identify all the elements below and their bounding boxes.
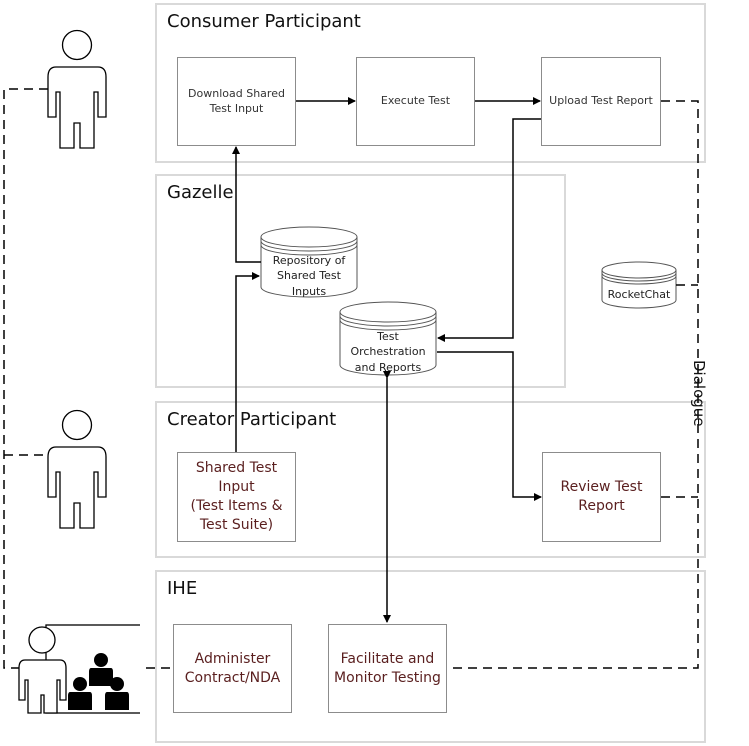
person-icon [47,29,107,149]
process-label: Facilitate and Monitor Testing [334,650,441,686]
container-gazelle: Gazelle [155,174,566,388]
container-consumer-participant: Consumer Participant [155,3,706,163]
container-creator-participant: Creator Participant [155,401,706,558]
process-download-shared-test-input[interactable]: Download Shared Test Input [177,57,296,146]
arrow-orchestration-to-review [437,351,542,501]
process-label: Administer Contract/NDA [184,650,281,686]
container-ihe: IHE [155,570,706,743]
container-title: Creator Participant [167,409,337,430]
datastore-label: Repository of Shared Test Inputs [272,254,346,298]
container-title: Consumer Participant [167,11,361,32]
dialogue-line-upload [447,100,699,669]
dialogue-label: Dialogue [690,360,708,427]
process-label: Download Shared Test Input [188,86,285,115]
process-administer-contract-nda[interactable]: Administer Contract/NDA [173,624,292,713]
process-label: Execute Test [380,94,451,108]
cylinder-icon [260,226,358,298]
datastore-label: RocketChat [607,288,671,301]
process-label: Review Test Report [560,479,643,514]
container-title: Gazelle [167,182,234,203]
process-upload-test-report[interactable]: Upload Test Report [541,57,661,146]
process-facilitate-monitor-testing[interactable]: Facilitate and Monitor Testing [328,624,447,713]
datastore-test-orchestration-reports[interactable]: Test Orchestration and Reports [339,301,437,376]
datastore-label: Test Orchestration and Reports [350,330,426,374]
process-review-test-report[interactable]: Review Test Report [542,452,661,542]
container-title: IHE [167,578,198,599]
person-icon [47,409,107,529]
arrow-repository-to-download [232,146,261,263]
cylinder-icon [339,301,437,376]
process-label: Shared Test Input (Test Items & Test Sui… [190,460,283,533]
datastore-repository-shared-test-inputs[interactable]: Repository of Shared Test Inputs [260,226,358,298]
presenter-with-group-icon [18,624,140,714]
cylinder-icon [601,261,677,309]
process-label: Upload Test Report [549,94,653,108]
process-shared-test-input[interactable]: Shared Test Input (Test Items & Test Sui… [177,452,296,542]
process-execute-test[interactable]: Execute Test [356,57,475,146]
group-icon [68,653,129,710]
dialogue-line-actors [3,88,48,669]
arrow-upload-to-orchestration [437,118,541,342]
datastore-rocketchat[interactable]: RocketChat [601,261,677,309]
arrow-shared-input-to-repository [235,272,260,452]
